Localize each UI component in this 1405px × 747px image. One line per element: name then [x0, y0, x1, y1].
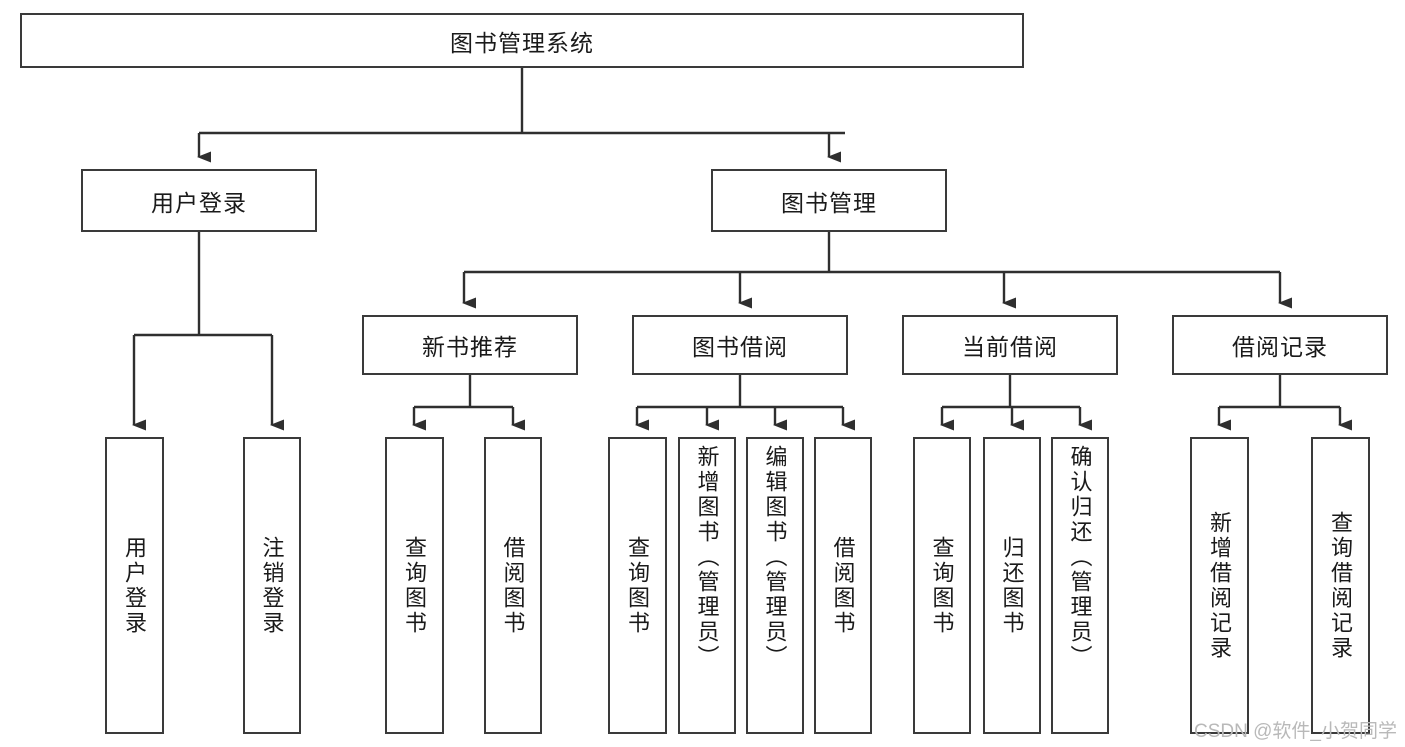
leaf-borrow-book-label: 借阅图书	[830, 535, 856, 636]
leaf-query-book-borrow-label: 查询图书	[625, 535, 651, 636]
leaf-user-login-label: 用户登录	[122, 535, 148, 636]
node-current-borrow[interactable]: 当前借阅	[902, 315, 1118, 375]
leaf-borrow-book-newbook[interactable]: 借阅图书	[484, 437, 542, 734]
node-new-book-recommend[interactable]: 新书推荐	[362, 315, 578, 375]
leaf-logout-label: 注销登录	[259, 535, 285, 636]
leaf-add-book-admin[interactable]: 新增图书（管理员）	[678, 437, 736, 734]
leaf-borrow-book-newbook-label: 借阅图书	[500, 535, 526, 636]
leaf-query-book-current-label: 查询图书	[929, 535, 955, 636]
node-new-book-recommend-label: 新书推荐	[422, 334, 518, 360]
node-borrow-record[interactable]: 借阅记录	[1172, 315, 1388, 375]
node-root-label: 图书管理系统	[450, 29, 594, 56]
leaf-query-book-borrow[interactable]: 查询图书	[608, 437, 667, 734]
csdn-watermark: CSDN @软件_小贺同学	[1194, 721, 1397, 742]
leaf-add-borrow-record-label: 新增借阅记录	[1207, 510, 1233, 661]
leaf-add-borrow-record[interactable]: 新增借阅记录	[1190, 437, 1249, 734]
node-borrow-record-label: 借阅记录	[1232, 334, 1328, 360]
leaf-query-book-newbook-label: 查询图书	[402, 535, 428, 636]
node-book-borrow[interactable]: 图书借阅	[632, 315, 848, 375]
leaf-user-login[interactable]: 用户登录	[105, 437, 164, 734]
leaf-query-borrow-record-label: 查询借阅记录	[1328, 510, 1354, 661]
leaf-logout[interactable]: 注销登录	[243, 437, 301, 734]
node-user-login-label: 用户登录	[151, 189, 247, 216]
node-root[interactable]: 图书管理系统	[20, 13, 1024, 68]
leaf-add-book-admin-label: 新增图书（管理员）	[694, 445, 720, 670]
leaf-return-book-label: 归还图书	[999, 535, 1025, 636]
leaf-edit-book-admin[interactable]: 编辑图书（管理员）	[746, 437, 804, 734]
leaf-confirm-return-admin-label: 确认归还（管理员）	[1067, 445, 1093, 670]
leaf-edit-book-admin-label: 编辑图书（管理员）	[762, 445, 788, 670]
node-book-management-label: 图书管理	[781, 189, 877, 216]
leaf-query-borrow-record[interactable]: 查询借阅记录	[1311, 437, 1370, 734]
leaf-query-book-newbook[interactable]: 查询图书	[385, 437, 444, 734]
node-book-management[interactable]: 图书管理	[711, 169, 947, 232]
leaf-query-book-current[interactable]: 查询图书	[913, 437, 971, 734]
leaf-confirm-return-admin[interactable]: 确认归还（管理员）	[1051, 437, 1109, 734]
node-user-login[interactable]: 用户登录	[81, 169, 317, 232]
leaf-borrow-book[interactable]: 借阅图书	[814, 437, 872, 734]
leaf-return-book[interactable]: 归还图书	[983, 437, 1041, 734]
node-book-borrow-label: 图书借阅	[692, 334, 788, 360]
node-current-borrow-label: 当前借阅	[962, 334, 1058, 360]
